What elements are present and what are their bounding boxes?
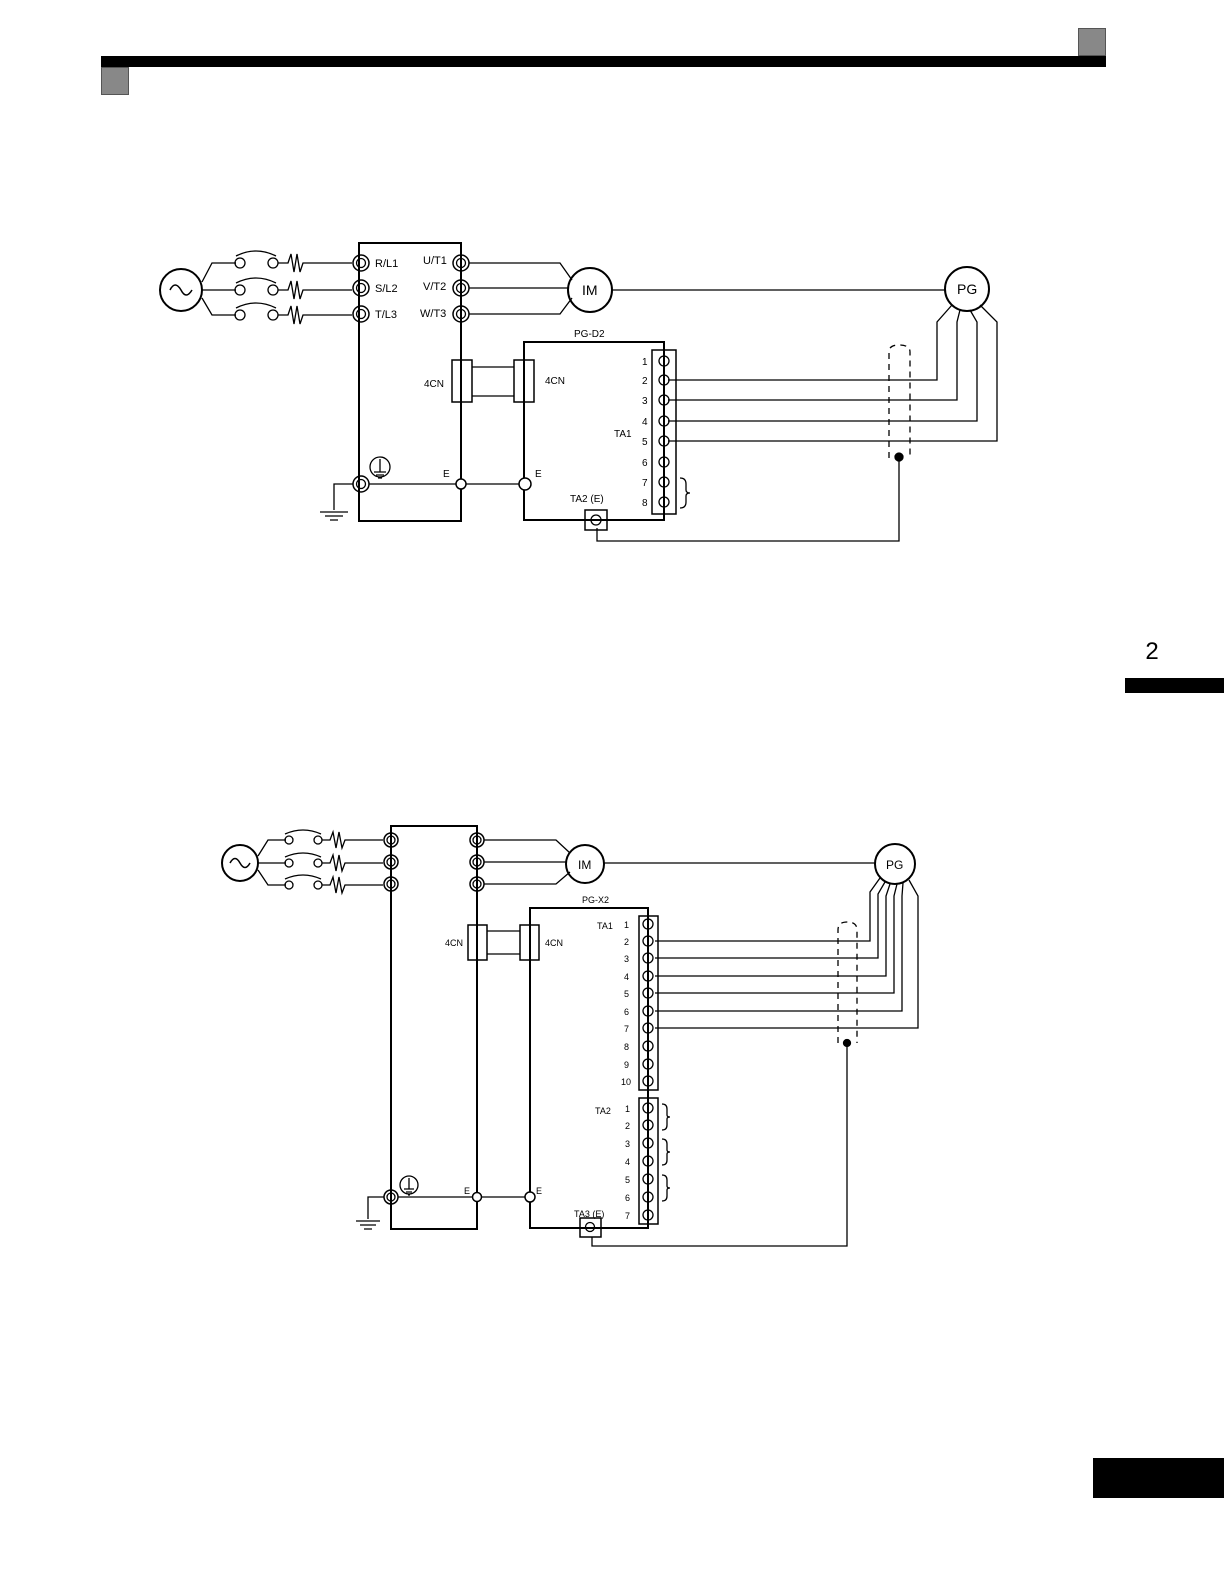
brace-icon xyxy=(662,1175,670,1201)
ground-label-inverter: E xyxy=(443,469,450,480)
ground-label-inverter: E xyxy=(464,1186,470,1196)
ground-label-board: E xyxy=(535,469,542,480)
diagram-pg-x2-labels: IM PG PG-X2 4CN 4CN TA1 1 2 3 4 5 6 7 8 … xyxy=(445,858,903,1221)
ta1-label: TA1 xyxy=(614,429,632,440)
ta1-pin-label: 1 xyxy=(624,920,629,930)
ta2-pin-label: 1 xyxy=(625,1104,630,1114)
board-label: PG-D2 xyxy=(574,329,605,340)
ta1-pin-label: 5 xyxy=(642,437,648,448)
terminal-r-l1-label: R/L1 xyxy=(375,258,398,270)
ta1-pin-label: 5 xyxy=(624,989,629,999)
ta2-label: TA2 xyxy=(595,1106,611,1116)
terminal-v-t2-label: V/T2 xyxy=(423,281,446,293)
pg-x2-board xyxy=(530,908,648,1228)
connector-inverter-label: 4CN xyxy=(445,938,463,948)
ta1-pin-label: 4 xyxy=(642,417,648,428)
ta1-pin-label: 6 xyxy=(624,1007,629,1017)
ta1-pin-label: 7 xyxy=(624,1024,629,1034)
ta1-pin-label: 4 xyxy=(624,972,629,982)
ta2-pin-label: 7 xyxy=(625,1211,630,1221)
connector-board-label: 4CN xyxy=(545,376,565,387)
ta1-pin-label: 9 xyxy=(624,1060,629,1070)
input-terminals xyxy=(353,255,369,322)
brace-icon xyxy=(680,478,690,508)
diagram-pg-x2 xyxy=(222,826,918,1246)
ta3-label: TA3 (E) xyxy=(574,1209,604,1219)
board-label: PG-X2 xyxy=(582,895,609,905)
ta1-pin-label: 7 xyxy=(642,478,648,489)
ta1-pin-label: 10 xyxy=(621,1077,631,1087)
ta1-pin-label: 3 xyxy=(642,396,648,407)
brace-icon xyxy=(662,1139,670,1165)
terminal-u-t1-label: U/T1 xyxy=(423,255,447,267)
brace-icon xyxy=(662,1104,670,1130)
connector-inverter-label: 4CN xyxy=(424,379,444,390)
encoder-label: PG xyxy=(957,281,977,297)
inverter-box xyxy=(391,826,477,1229)
ta1-pin-label: 2 xyxy=(624,937,629,947)
ta1-pin-label: 8 xyxy=(642,498,648,509)
ta2-pin-label: 6 xyxy=(625,1193,630,1203)
cable-shield-icon xyxy=(838,922,857,1043)
ta2-pin-label: 5 xyxy=(625,1175,630,1185)
ta1-label: TA1 xyxy=(597,921,613,931)
ta1-pin-label: 1 xyxy=(642,357,648,368)
ground-label-board: E xyxy=(536,1186,542,1196)
motor-label: IM xyxy=(582,282,598,298)
encoder-label: PG xyxy=(886,858,903,872)
ta2-pin-label: 2 xyxy=(625,1121,630,1131)
ta1-pin-label: 2 xyxy=(642,376,648,387)
breaker-icon xyxy=(285,830,322,889)
ta2-pin-label: 4 xyxy=(625,1157,630,1167)
connector-board-label: 4CN xyxy=(545,938,563,948)
ta1-pin-label: 3 xyxy=(624,954,629,964)
motor-label: IM xyxy=(578,858,591,872)
breaker-icon xyxy=(235,251,278,320)
terminal-t-l3-label: T/L3 xyxy=(375,309,397,321)
ta1-pin-label: 8 xyxy=(624,1042,629,1052)
ta2-label: TA2 (E) xyxy=(570,494,604,505)
ta2-pin-label: 3 xyxy=(625,1139,630,1149)
ta1-pin-label: 6 xyxy=(642,458,648,469)
terminal-w-t3-label: W/T3 xyxy=(420,308,446,320)
terminal-s-l2-label: S/L2 xyxy=(375,283,398,295)
